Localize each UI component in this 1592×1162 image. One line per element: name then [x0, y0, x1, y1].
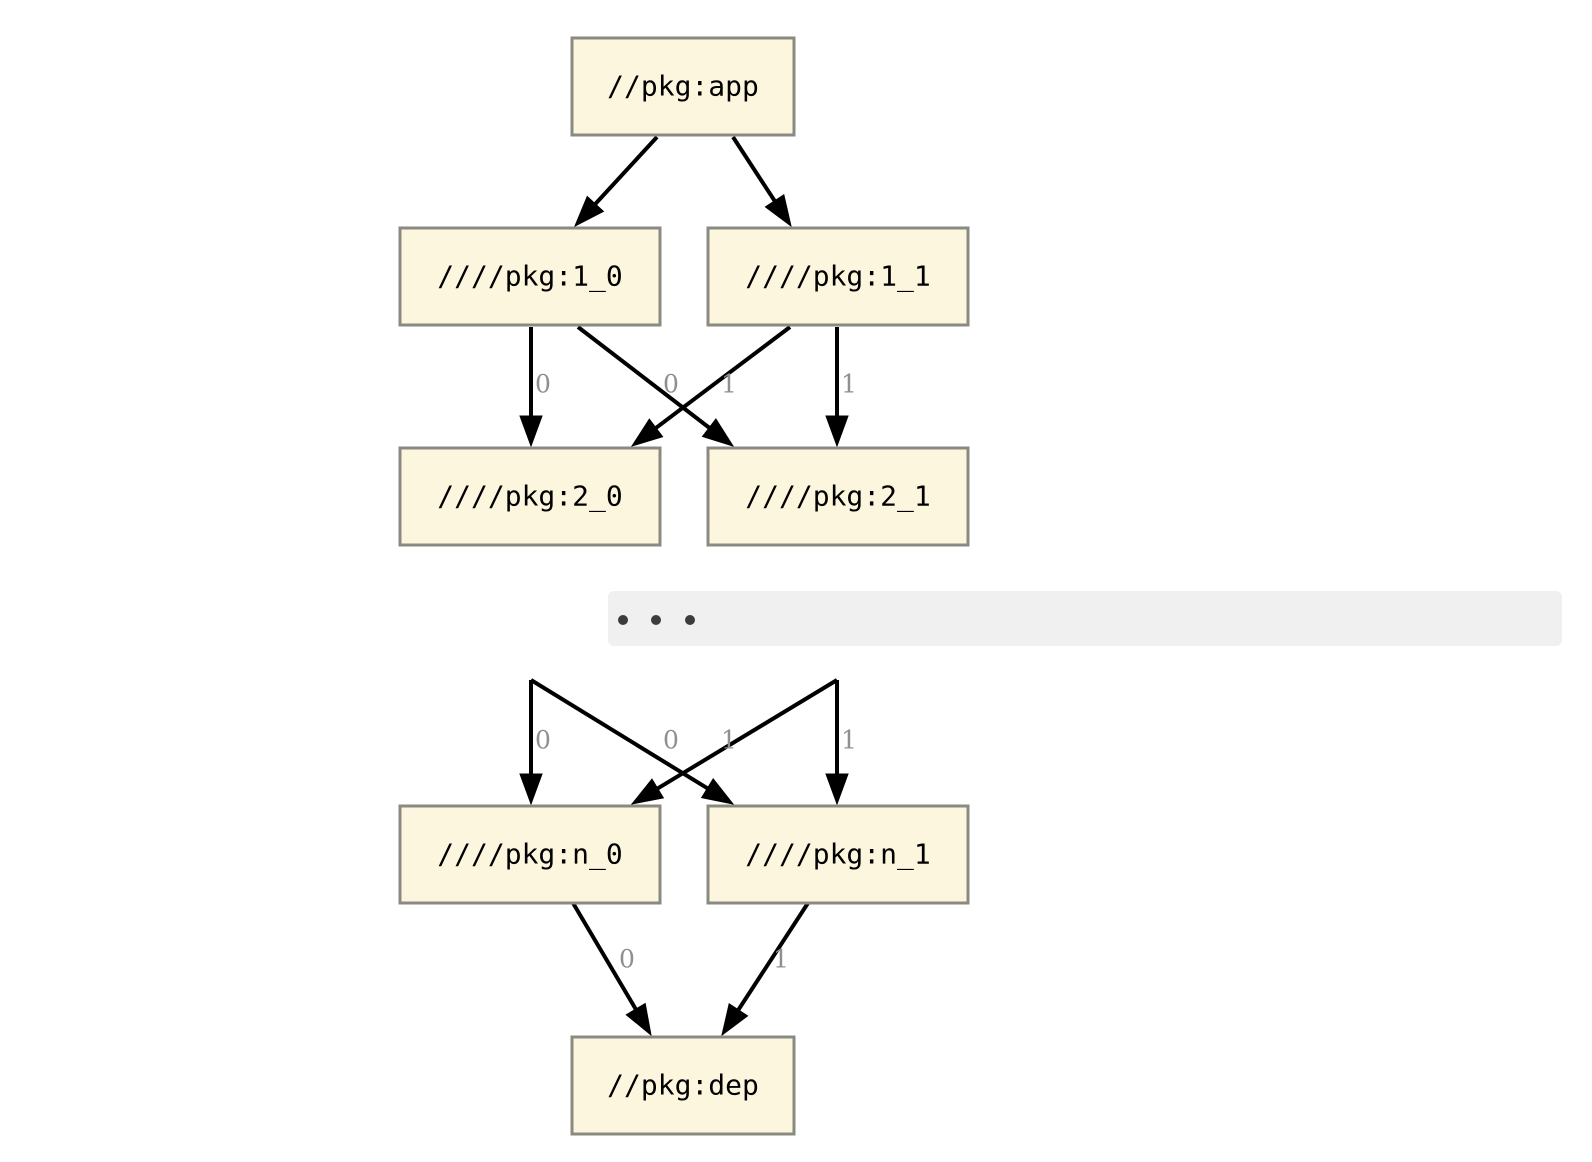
edge-arrowhead [721, 1003, 749, 1037]
nodes-layer: //pkg:app ////pkg:1_0 ////pkg:1_1 ////pkg:2… [398, 36, 970, 1136]
graph-node-ln_0[interactable]: ////pkg:n_0 [398, 804, 662, 905]
graph-edge [731, 135, 792, 228]
ellipsis-dot [618, 615, 628, 625]
edge-line [731, 135, 780, 207]
edge-label: 1 [773, 945, 789, 974]
edge-label: 0 [663, 726, 679, 755]
graph-node-l1_0[interactable]: ////pkg:1_0 [398, 226, 662, 327]
ellipsis-dot [651, 615, 661, 625]
ellipsis-band [608, 591, 1562, 646]
edge-line [733, 901, 810, 1016]
node-label: ////pkg:1_0 [437, 260, 622, 294]
graph-edge: 0 [576, 325, 735, 447]
node-box[interactable] [398, 226, 662, 327]
edge-arrowhead [519, 773, 543, 806]
edge-line [649, 325, 792, 434]
edge-label: 0 [535, 370, 551, 399]
node-label: ////pkg:n_1 [745, 838, 930, 872]
edge-label: 1 [721, 726, 737, 755]
edge-label: 1 [841, 370, 857, 399]
graph-node-l2_1[interactable]: ////pkg:2_1 [706, 446, 970, 547]
graph-edge: 0 [519, 327, 551, 448]
edge-line [589, 135, 659, 210]
edge-label: 0 [663, 370, 679, 399]
edge-arrowhead [574, 195, 605, 228]
graph-edge: 1 [825, 327, 857, 448]
node-box[interactable] [706, 446, 970, 547]
edge-line [651, 678, 839, 794]
edge-line [576, 325, 716, 433]
ellipsis-dot [685, 615, 695, 625]
edge-label: 0 [535, 726, 551, 755]
graph-edge: 0 [571, 901, 652, 1037]
edge-arrowhead [764, 194, 792, 228]
graph-edge: 1 [825, 680, 857, 806]
edge-arrowhead [625, 1002, 652, 1037]
graph-edge: 0 [519, 680, 551, 806]
node-box[interactable] [398, 804, 662, 905]
node-label: //pkg:app [607, 70, 759, 103]
node-label: ////pkg:2_1 [745, 480, 930, 514]
node-label: ////pkg:1_1 [745, 260, 930, 294]
edge-arrowhead [630, 418, 664, 447]
edge-arrowhead [825, 773, 849, 806]
graph-edge: 1 [630, 325, 792, 447]
edge-arrowhead [630, 778, 665, 805]
edge-label: 0 [619, 945, 635, 974]
graph-node-app[interactable]: //pkg:app [570, 36, 796, 137]
edge-arrowhead [700, 778, 735, 805]
node-label: //pkg:dep [607, 1069, 759, 1102]
edge-arrowhead [519, 415, 543, 448]
node-box[interactable] [398, 446, 662, 547]
graph-edge [574, 135, 659, 228]
graph-node-ln_1[interactable]: ////pkg:n_1 [706, 804, 970, 905]
edges-layer: 0 0 1 1 0 0 1 1 0 1 [519, 135, 857, 1037]
graph-node-l1_1[interactable]: ////pkg:1_1 [706, 226, 970, 327]
graph-node-l2_0[interactable]: ////pkg:2_0 [398, 446, 662, 547]
edge-label: 1 [721, 370, 737, 399]
edge-line [571, 901, 641, 1016]
graph-edge: 1 [721, 901, 810, 1037]
node-box[interactable] [570, 36, 796, 137]
node-box[interactable] [570, 1035, 796, 1136]
graph-edge: 1 [630, 678, 839, 805]
edge-line [529, 678, 714, 794]
node-label: ////pkg:n_0 [437, 838, 622, 872]
node-label: ////pkg:2_0 [437, 480, 622, 514]
edge-arrowhead [825, 415, 849, 448]
edge-label: 1 [841, 726, 857, 755]
graph-node-dep[interactable]: //pkg:dep [570, 1035, 796, 1136]
node-box[interactable] [706, 804, 970, 905]
ellipsis-separator [608, 591, 1562, 646]
graph-edge: 0 [529, 678, 735, 805]
node-box[interactable] [706, 226, 970, 327]
edge-arrowhead [701, 418, 735, 447]
